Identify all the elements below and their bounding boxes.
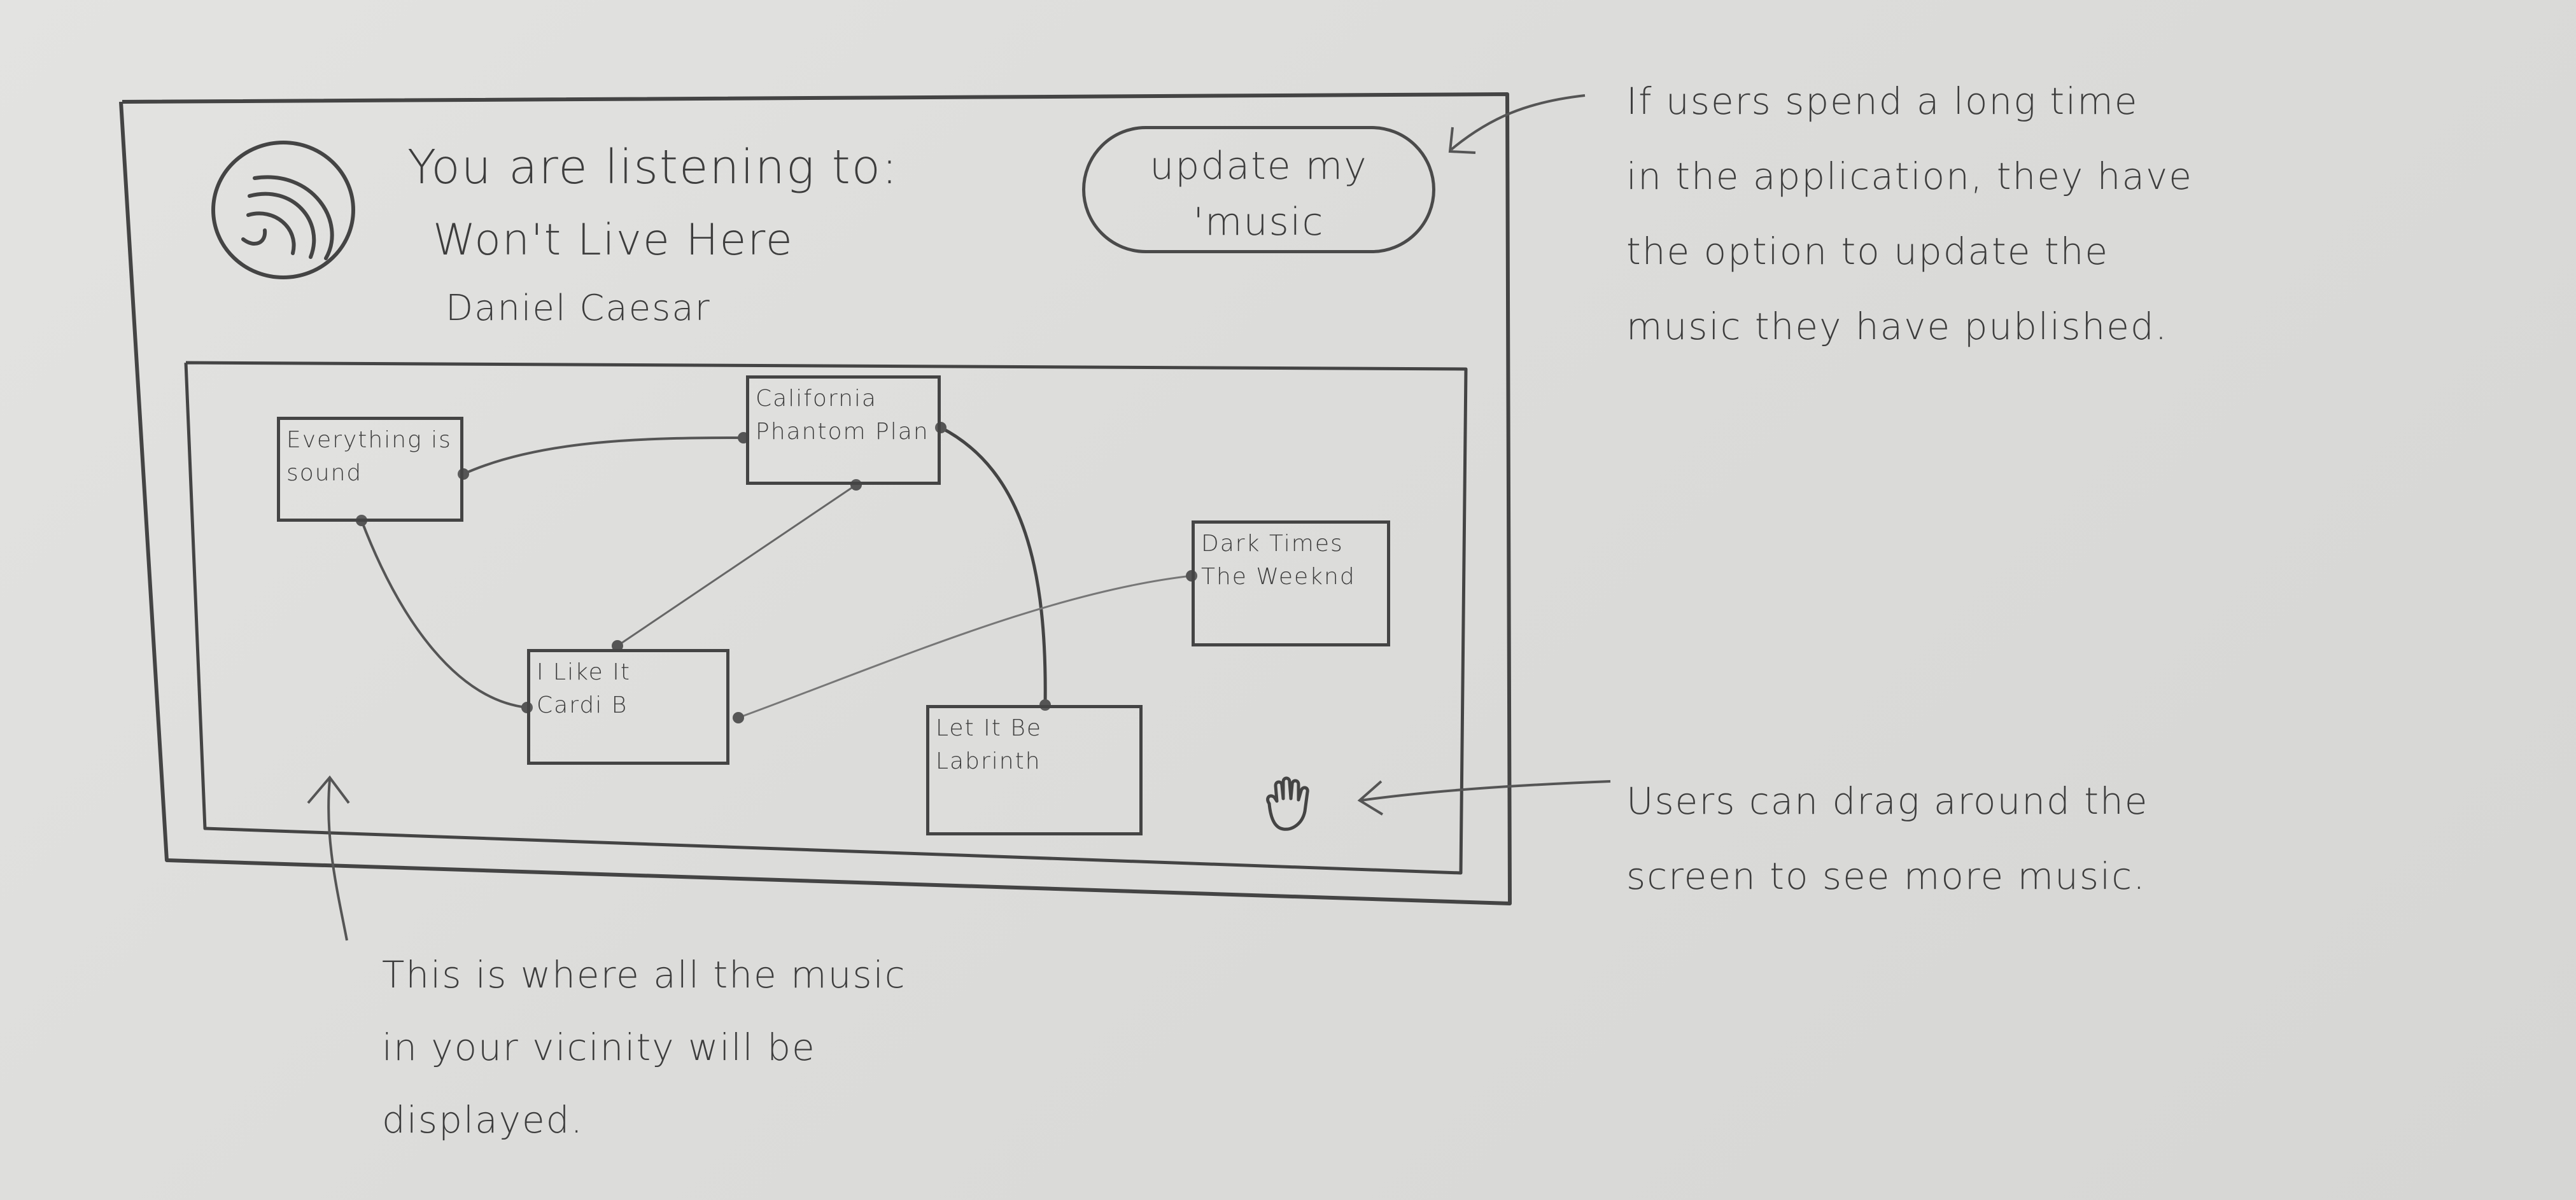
arrow-update-head	[1448, 127, 1476, 154]
node-line: Cardi B	[537, 692, 628, 718]
annotation-line: If users spend a long time	[1626, 80, 2139, 123]
annotation-drag: Users can drag around the screen to see …	[1626, 764, 2148, 914]
annotation-line: music they have published.	[1626, 305, 2169, 348]
update-music-button[interactable]: update my 'music	[1082, 126, 1435, 253]
update-button-line-2: 'music	[1193, 200, 1325, 244]
node-line: The Weeknd	[1201, 564, 1356, 590]
update-button-line-1: update my	[1150, 144, 1368, 188]
node-line: California	[756, 386, 877, 412]
annotation-line: Users can drag around the	[1626, 779, 2149, 823]
annotation-line: the option to update the	[1626, 230, 2109, 273]
node-line: sound	[286, 460, 363, 486]
annotation-line: screen to see more music.	[1626, 855, 2146, 898]
connector-california-likeit	[617, 484, 857, 647]
arrow-drag	[1360, 780, 1611, 802]
annotation-line: in the application, they have	[1626, 155, 2193, 198]
app-frame-bottom	[166, 859, 1508, 905]
node-line: Labrinth	[936, 748, 1041, 774]
arrow-drag-head	[1357, 780, 1384, 816]
music-panel	[184, 361, 1468, 875]
music-node-dark-times[interactable]: Dark Times The Weeknd	[1192, 520, 1390, 646]
now-playing-artist: Daniel Caesar	[446, 288, 711, 329]
arrow-area	[327, 779, 348, 941]
node-line: Let It Be	[936, 715, 1043, 741]
music-node-california[interactable]: California Phantom Plan	[746, 375, 941, 485]
app-frame	[119, 92, 1512, 905]
connector-likeit-darktimes	[738, 575, 1192, 719]
connector-everything-california	[463, 436, 744, 475]
music-node-let-it-be[interactable]: Let It Be Labrinth	[926, 705, 1143, 835]
node-line: I Like It	[537, 659, 631, 685]
arrow-update	[1450, 94, 1586, 151]
arrow-area-head	[307, 775, 350, 804]
now-playing-label: You are listening to:	[407, 140, 899, 195]
annotation-area: This is where all the music in your vici…	[382, 938, 906, 1156]
streaming-logo-icon	[211, 141, 355, 279]
music-node-everything-is-sound[interactable]: Everything is sound	[277, 417, 463, 522]
annotation-line: displayed.	[382, 1098, 584, 1141]
hand-drag-icon[interactable]	[1260, 773, 1318, 837]
music-node-i-like-it[interactable]: I Like It Cardi B	[527, 649, 729, 765]
annotation-update: If users spend a long time in the applic…	[1626, 64, 2193, 364]
now-playing-title: Won't Live Here	[433, 215, 794, 265]
node-line: Phantom Plan	[756, 419, 929, 445]
annotation-line: This is where all the music	[382, 953, 906, 996]
node-line: Dark Times	[1201, 531, 1344, 557]
node-line: Everything is	[286, 427, 452, 453]
annotation-line: in your vicinity will be	[382, 1026, 816, 1069]
connector-california-letitbe	[940, 426, 1047, 706]
connector-everything-likeit	[360, 520, 528, 709]
